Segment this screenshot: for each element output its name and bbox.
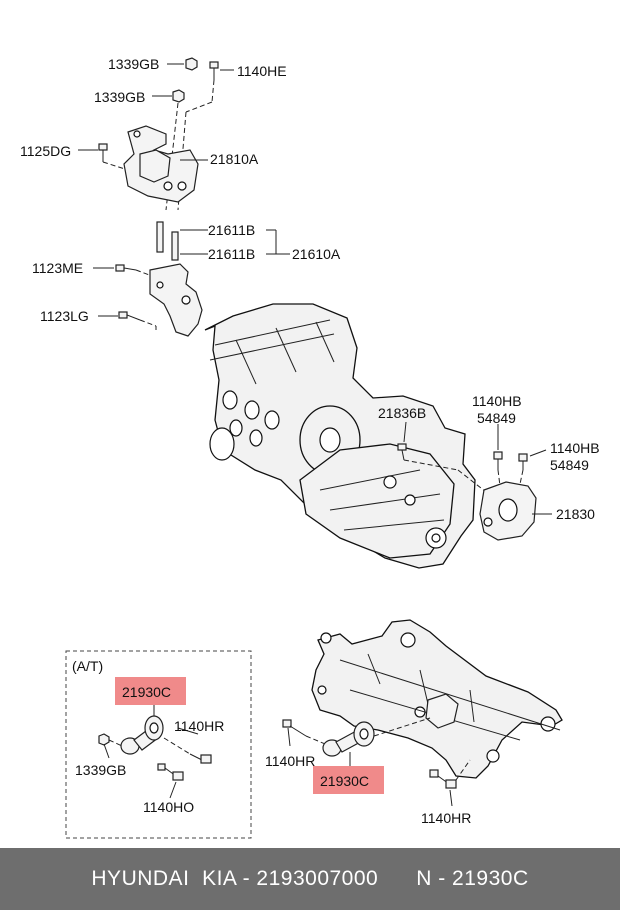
label-1123lg: 1123LG — [40, 308, 89, 324]
roll-rod-assembly — [282, 717, 471, 789]
label-1140hr-at: 1140HR — [174, 718, 224, 734]
label-1339gb-top: 1339GB — [108, 56, 159, 72]
label-21611b-bottom: 21611B — [208, 246, 255, 262]
label-1123me: 1123ME — [32, 260, 83, 276]
label-1140hb-right: 1140HB — [550, 440, 600, 456]
label-1140ho: 1140HO — [143, 799, 194, 815]
part-number-footer: HYUNDAI KIA - 2193007000 N - 21930C — [0, 848, 620, 910]
label-1339gb-second: 1339GB — [94, 89, 145, 105]
label-at-box: (A/T) — [72, 658, 103, 674]
engine-transaxle-assembly — [204, 303, 476, 569]
automatic-transmission-box — [65, 650, 252, 839]
label-21930c-at: 21930C — [122, 684, 171, 700]
label-1140hr-left: 1140HR — [265, 753, 315, 769]
transaxle-mount-assembly — [397, 443, 537, 541]
label-21836b: 21836B — [378, 405, 426, 421]
label-21611b-top: 21611B — [208, 222, 255, 238]
label-54849-top: 54849 — [477, 410, 516, 426]
subframe-crossmember — [311, 619, 563, 779]
highlight-21930c-main — [313, 766, 384, 794]
leader-lines — [78, 63, 552, 807]
label-54849-right: 54849 — [550, 457, 589, 473]
label-1140he: 1140HE — [237, 63, 287, 79]
label-21810a: 21810A — [210, 151, 259, 167]
highlight-21930c-at — [115, 677, 186, 705]
label-21610a: 21610A — [292, 246, 341, 262]
label-21830: 21830 — [556, 506, 595, 522]
engine-mount-diagram: 1339GB 1140HE 1339GB 1125DG 21810A 21611… — [20, 56, 600, 839]
label-1140hr-right: 1140HR — [421, 810, 471, 826]
label-21930c-main: 21930C — [320, 773, 369, 789]
upper-mount-assembly — [98, 57, 219, 337]
label-1125dg: 1125DG — [20, 143, 71, 159]
label-1140hb-top: 1140HB — [472, 393, 522, 409]
label-1339gb-at: 1339GB — [75, 762, 126, 778]
